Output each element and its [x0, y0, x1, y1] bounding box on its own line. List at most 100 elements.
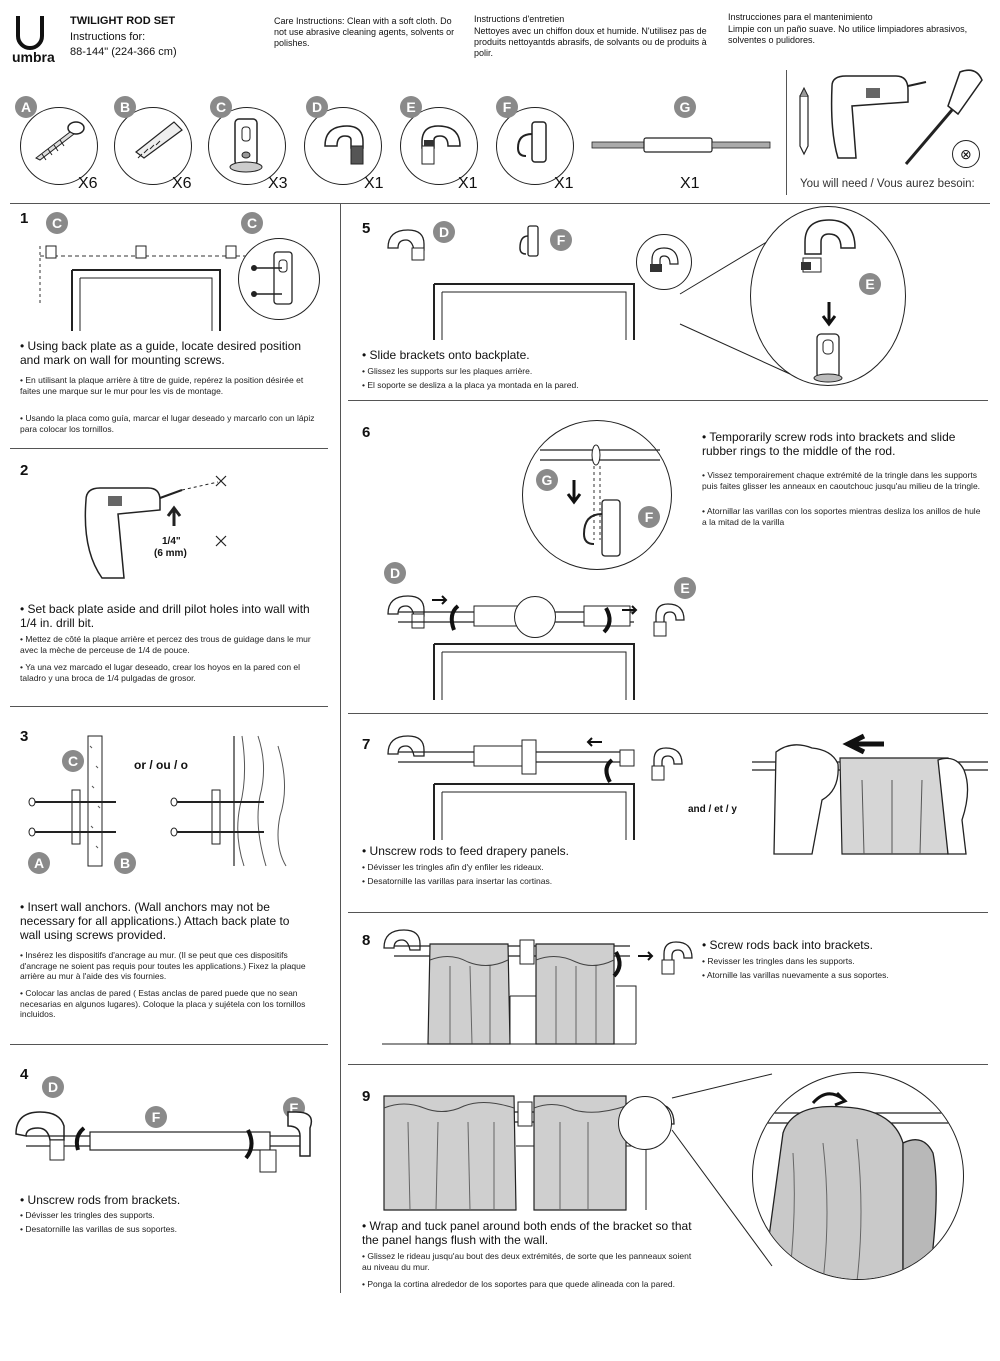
step-7-number: 7 [362, 736, 370, 753]
care-instructions-en: Care Instructions: Clean with a soft clo… [274, 16, 464, 49]
step-2-drill-size: 1/4" [162, 536, 181, 547]
part-c-qty: X3 [268, 175, 288, 193]
step-1-text-en: • Using back plate as a guide, locate de… [20, 339, 320, 367]
divider-6-7 [348, 713, 988, 714]
step-5-bracket-f [516, 222, 546, 268]
step-5-text-en: • Slide brackets onto backplate. [362, 348, 742, 362]
step-5-small-bracket [648, 246, 684, 276]
step-5-badge-d: D [433, 221, 455, 243]
step-1-number: 1 [20, 210, 28, 227]
rod-icon [592, 136, 774, 156]
step-1-text-fr: • En utilisant la plaque arrière à titre… [20, 375, 320, 396]
step-5-badge-e: E [859, 273, 881, 295]
part-b-badge: B [114, 96, 136, 118]
center-bracket-icon [510, 116, 560, 172]
phillips-cross-icon: ⊗ [960, 148, 972, 160]
care-instructions-es: Limpie con un paño suave. No utilice lim… [728, 24, 973, 46]
care-instructions-fr-title: Instructions d'entretien [474, 14, 719, 25]
divider-1-2 [10, 448, 328, 449]
instructions-for-label: Instructions for: [70, 30, 145, 44]
care-instructions-es-title: Instrucciones para el mantenimiento [728, 12, 973, 23]
step-4-text-es: • Desatornille las varillas de sus sopor… [20, 1224, 320, 1235]
step-8-number: 8 [362, 932, 370, 949]
part-d-badge: D [306, 96, 328, 118]
part-b-qty: X6 [172, 175, 192, 193]
care-instructions-fr: Nettoyes avec un chiffon doux et humide.… [474, 26, 719, 59]
divider-top [10, 203, 990, 204]
part-c-badge: C [210, 96, 232, 118]
part-e-badge: E [400, 96, 422, 118]
column-divider [340, 203, 341, 1293]
part-f-badge: F [496, 96, 518, 118]
step-8-text-fr: • Revisser les tringles dans les support… [702, 956, 982, 967]
step-4-badge-d: D [42, 1076, 64, 1098]
tools-label: You will need / Vous aurez besoin: [800, 178, 975, 190]
step-5-bracket-d [384, 226, 434, 262]
step-3-text-en: • Insert wall anchors. (Wall anchors may… [20, 900, 310, 942]
step-8-curtain-diagram [380, 926, 700, 1050]
step-7-and-label: and / et / y [688, 804, 737, 815]
step-6-detail-hook [540, 430, 660, 570]
step-9-tucked-panel [753, 1073, 964, 1280]
part-g-qty: X1 [680, 175, 700, 193]
step-1-badge-c: C [46, 212, 68, 234]
step-6-badge-d: D [384, 562, 406, 584]
step-6-text-fr: • Vissez temporairement chaque extrémité… [702, 470, 987, 491]
part-a-qty: X6 [78, 175, 98, 193]
step-5-badge-f: F [550, 229, 572, 251]
step-9-text-es: • Ponga la cortina alrededor de los sopo… [362, 1279, 692, 1290]
pencil-icon [796, 88, 812, 154]
step-4-text-en: • Unscrew rods from brackets. [20, 1193, 320, 1207]
step-3-wood-diagram [168, 736, 328, 866]
step-2-drill-diagram [78, 470, 248, 590]
svg-text:umbra: umbra [12, 49, 55, 65]
step-6-number: 6 [362, 424, 370, 441]
step-5-large-bracket [795, 218, 865, 388]
step-6-text-es: • Atornillar las varillas con los soport… [702, 506, 987, 527]
step-6-badge-f: F [638, 506, 660, 528]
divider-3-4 [10, 1044, 328, 1045]
tools-divider [786, 70, 787, 195]
divider-8-9 [348, 1064, 988, 1065]
product-title: TWILIGHT ROD SET [70, 14, 175, 28]
part-d-qty: X1 [364, 175, 384, 193]
step-6-badge-g: G [536, 469, 558, 491]
screw-icon [28, 118, 92, 168]
divider-5-6 [348, 400, 988, 401]
step-1-badge-c2: C [241, 212, 263, 234]
wall-anchor-icon [122, 118, 186, 168]
step-2-drill-size-mm: (6 mm) [154, 548, 187, 559]
divider-2-3 [10, 706, 328, 707]
step-3-text-es: • Colocar las anclas de pared ( Estas an… [20, 988, 320, 1020]
step-8-text-es: • Atornille las varillas nuevamente a su… [702, 970, 982, 981]
part-f-qty: X1 [554, 175, 574, 193]
step-7-rod-diagram [384, 730, 694, 786]
step-6-ring-circle [514, 596, 556, 638]
right-bracket-icon [410, 120, 470, 170]
divider-7-8 [348, 912, 988, 913]
step-7-text-es: • Desatornille las varillas para inserta… [362, 876, 742, 887]
step-3-badge-a: A [28, 852, 50, 874]
back-plate-icon [225, 115, 269, 177]
size-range: 88-144" (224-366 cm) [70, 45, 177, 59]
step-9-text-en: • Wrap and tuck panel around both ends o… [362, 1219, 692, 1247]
left-bracket-icon [315, 120, 375, 170]
part-a-badge: A [15, 96, 37, 118]
step-3-drywall-diagram [26, 736, 136, 866]
step-5-text-es: • El soporte se desliza a la placa ya mo… [362, 380, 742, 391]
part-e-qty: X1 [458, 175, 478, 193]
step-5-number: 5 [362, 220, 370, 237]
step-5-text-fr: • Glissez les supports sur les plaques a… [362, 366, 742, 377]
step-6-window-frame [430, 640, 640, 700]
step-5-window-frame [430, 280, 640, 340]
step-4-number: 4 [20, 1066, 28, 1083]
step-9-large-circle [752, 1072, 964, 1280]
part-g-badge: G [674, 96, 696, 118]
step-7-hands-curtain-diagram [752, 730, 988, 856]
step-2-text-es: • Ya una vez marcado el lugar deseado, c… [20, 662, 320, 683]
step-4-rod-diagram [10, 1106, 330, 1176]
step-4-text-fr: • Dévisser les tringles des supports. [20, 1210, 320, 1221]
step-2-text-fr: • Mettez de côté la plaque arrière et pe… [20, 634, 320, 655]
step-9-small-circle [618, 1096, 672, 1150]
step-6-text-en: • Temporarily screw rods into brackets a… [702, 430, 982, 458]
